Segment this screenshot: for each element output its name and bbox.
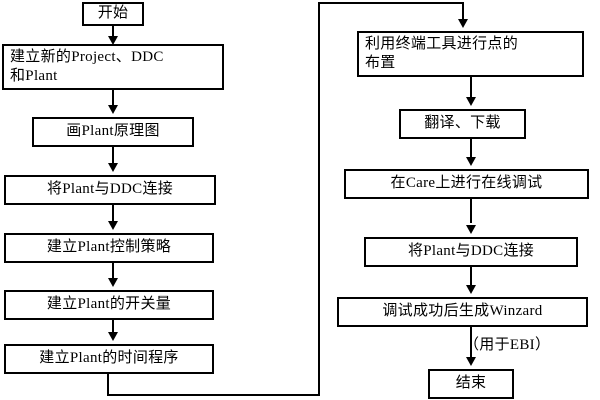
node-online-debug-label: 在Care上进行在线调试 bbox=[390, 175, 543, 192]
node-generate-winzard[interactable]: 调试成功后生成Winzard bbox=[337, 297, 588, 327]
edge-switch-quantity-to-time-program-arrow bbox=[108, 332, 118, 341]
edge-terminal-layout-to-translate-arrow bbox=[466, 97, 476, 106]
node-time-program[interactable]: 建立Plant的时间程序 bbox=[4, 344, 214, 374]
edge-connect-2-to-winzard-line bbox=[470, 267, 472, 287]
node-online-debug[interactable]: 在Care上进行在线调试 bbox=[344, 169, 589, 199]
node-connect-plant-ddc-2-label: 将Plant与DDC连接 bbox=[407, 243, 535, 260]
edge-control-strategy-to-switch-quantity-arrow bbox=[108, 278, 118, 287]
annotation-ebi-note: （用于EBI） bbox=[464, 337, 551, 353]
edge-right-riser-segment bbox=[318, 2, 320, 396]
edge-connect-1-to-control-strategy-arrow bbox=[108, 221, 118, 230]
edge-translate-to-online-debug-line bbox=[470, 139, 472, 161]
node-connect-plant-ddc-1[interactable]: 将Plant与DDC连接 bbox=[4, 175, 216, 205]
edge-winzard-to-end-arrow bbox=[466, 357, 476, 366]
node-start[interactable]: 开始 bbox=[82, 2, 144, 26]
edge-start-to-create-project-arrow bbox=[108, 36, 118, 45]
edge-time-program-to-terminal-layout-arrow bbox=[458, 19, 468, 28]
edge-create-project-to-draw-plant-line bbox=[112, 90, 114, 108]
edge-connect-2-to-winzard-arrow bbox=[466, 285, 476, 294]
node-switch-quantity-label: 建立Plant的开关量 bbox=[46, 296, 172, 313]
node-generate-winzard-label: 调试成功后生成Winzard bbox=[382, 303, 543, 320]
edge-online-debug-to-connect-2-line bbox=[470, 199, 472, 223]
node-draw-plant[interactable]: 画Plant原理图 bbox=[32, 117, 194, 147]
edge-connect-1-to-control-strategy-line bbox=[112, 205, 114, 225]
edge-terminal-layout-to-translate-line bbox=[470, 77, 472, 99]
node-terminal-layout-label: 利用终端工具进行点的 布置 bbox=[365, 35, 519, 72]
node-connect-plant-ddc-2[interactable]: 将Plant与DDC连接 bbox=[364, 237, 578, 267]
node-time-program-label: 建立Plant的时间程序 bbox=[39, 350, 179, 367]
edge-online-debug-to-connect-2-arrow bbox=[466, 225, 476, 234]
edge-create-project-to-draw-plant-arrow bbox=[108, 105, 118, 114]
edge-translate-to-online-debug-arrow bbox=[466, 157, 476, 166]
edge-draw-plant-to-connect-1-arrow bbox=[108, 163, 118, 172]
node-connect-plant-ddc-1-label: 将Plant与DDC连接 bbox=[46, 181, 174, 198]
node-end-label: 结束 bbox=[455, 375, 487, 392]
node-control-strategy-label: 建立Plant控制策略 bbox=[46, 239, 172, 256]
edge-bottom-horizontal-segment bbox=[107, 394, 320, 396]
node-start-label: 开始 bbox=[97, 5, 129, 22]
edge-start-to-create-project-line bbox=[112, 26, 114, 40]
node-draw-plant-label: 画Plant原理图 bbox=[66, 123, 160, 140]
node-switch-quantity[interactable]: 建立Plant的开关量 bbox=[4, 290, 214, 320]
edge-top-horizontal-segment bbox=[318, 2, 464, 4]
edge-control-strategy-to-switch-quantity-line bbox=[112, 263, 114, 282]
edge-time-program-down-segment bbox=[107, 374, 109, 396]
node-end[interactable]: 结束 bbox=[428, 369, 514, 399]
edge-draw-plant-to-connect-1-line bbox=[112, 147, 114, 167]
node-terminal-layout[interactable]: 利用终端工具进行点的 布置 bbox=[357, 31, 584, 77]
edge-winzard-to-end-line bbox=[470, 327, 472, 357]
node-translate-download-label: 翻译、下载 bbox=[424, 115, 501, 132]
node-control-strategy[interactable]: 建立Plant控制策略 bbox=[4, 233, 214, 263]
edge-into-terminal-layout-segment bbox=[462, 2, 464, 22]
node-translate-download[interactable]: 翻译、下载 bbox=[399, 109, 526, 139]
node-create-project[interactable]: 建立新的Project、DDC 和Plant bbox=[2, 44, 224, 90]
edge-switch-quantity-to-time-program-line bbox=[112, 320, 114, 336]
node-create-project-label: 建立新的Project、DDC 和Plant bbox=[10, 48, 164, 85]
